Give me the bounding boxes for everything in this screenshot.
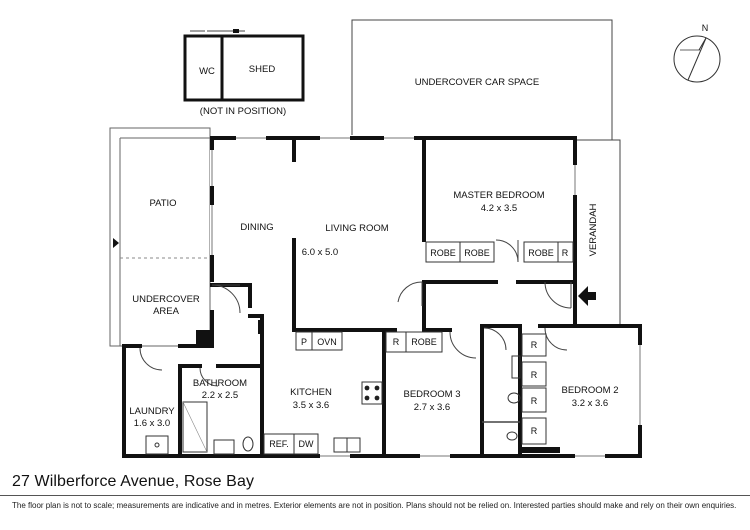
living-room-label: LIVING ROOM bbox=[325, 223, 388, 234]
laundry-label: LAUNDRY bbox=[129, 406, 175, 417]
door-swings bbox=[139, 239, 572, 387]
r-label: R bbox=[562, 248, 569, 258]
r-label: R bbox=[531, 426, 538, 436]
robe-label: ROBE bbox=[430, 248, 456, 258]
shed-label: SHED bbox=[249, 64, 276, 75]
bathroom-dims: 2.2 x 2.5 bbox=[202, 390, 238, 401]
house-walls bbox=[122, 136, 642, 458]
carport: UNDERCOVER CAR SPACE bbox=[351, 19, 613, 140]
pantry-label: P bbox=[301, 337, 307, 347]
master-robes: ROBE ROBE ROBE R bbox=[425, 241, 574, 263]
basin-icon bbox=[506, 431, 518, 441]
oven-label: OVN bbox=[317, 337, 337, 347]
robe-label: ROBE bbox=[464, 248, 490, 258]
laundry-tub-icon bbox=[145, 435, 169, 455]
property-address: 27 Wilberforce Avenue, Rose Bay bbox=[12, 473, 255, 490]
toilet-icon bbox=[242, 436, 254, 452]
bedroom-2-dims: 3.2 x 3.6 bbox=[572, 398, 608, 409]
kitchen-fixtures: P OVN REF. DW bbox=[263, 331, 383, 455]
r-label: R bbox=[531, 396, 538, 406]
entry-arrow-icon bbox=[578, 286, 596, 306]
wc-label: WC bbox=[199, 66, 215, 77]
ensuite-vanity-icon bbox=[511, 355, 521, 379]
bedroom-3-label: BEDROOM 3 bbox=[403, 389, 460, 400]
r-label: R bbox=[531, 340, 538, 350]
vanity-icon bbox=[213, 439, 235, 455]
footer-divider bbox=[0, 495, 750, 496]
not-in-position-note: (NOT IN POSITION) bbox=[200, 106, 286, 117]
shower-icon bbox=[182, 401, 208, 453]
bathroom-label: BATHROOM bbox=[193, 378, 247, 389]
robe-label: ROBE bbox=[411, 337, 437, 347]
undercover-area-label-2: AREA bbox=[153, 306, 180, 317]
disclaimer: The floor plan is not to scale; measurem… bbox=[12, 501, 737, 510]
north-label: N bbox=[702, 23, 709, 33]
patio-label: PATIO bbox=[149, 198, 176, 209]
dishwasher-label: DW bbox=[299, 439, 314, 449]
bedroom-2-robes: R R R R bbox=[521, 333, 547, 445]
undercover-area-label-1: UNDERCOVER bbox=[132, 294, 200, 305]
wet-area-fixtures bbox=[145, 355, 521, 455]
fridge-label: REF. bbox=[269, 439, 289, 449]
verandah: VERANDAH bbox=[575, 139, 621, 326]
compass: N bbox=[673, 23, 721, 83]
bedroom-2-label: BEDROOM 2 bbox=[561, 385, 618, 396]
bedroom-3-robes: R ROBE bbox=[385, 331, 443, 353]
verandah-label: VERANDAH bbox=[588, 203, 599, 256]
laundry-dims: 1.6 x 3.0 bbox=[134, 418, 170, 429]
dining-label: DINING bbox=[240, 222, 273, 233]
robe-label: ROBE bbox=[528, 248, 554, 258]
carport-label: UNDERCOVER CAR SPACE bbox=[415, 77, 539, 88]
bedroom-3-dims: 2.7 x 3.6 bbox=[414, 402, 450, 413]
outbuilding: WC SHED (NOT IN POSITION) bbox=[183, 29, 305, 117]
r-label: R bbox=[531, 370, 538, 380]
living-room-dims: 6.0 x 5.0 bbox=[302, 247, 338, 258]
kitchen-dims: 3.5 x 3.6 bbox=[293, 400, 329, 411]
room-labels: DINING LIVING ROOM 6.0 x 5.0 MASTER BEDR… bbox=[129, 190, 618, 429]
cooktop-icon bbox=[361, 381, 383, 405]
master-bedroom-label: MASTER BEDROOM bbox=[453, 190, 544, 201]
r-label: R bbox=[393, 337, 400, 347]
patio: PATIO UNDERCOVER AREA bbox=[109, 127, 211, 347]
master-bedroom-dims: 4.2 x 3.5 bbox=[481, 203, 517, 214]
kitchen-label: KITCHEN bbox=[290, 387, 332, 398]
ensuite-toilet-icon bbox=[507, 392, 521, 404]
